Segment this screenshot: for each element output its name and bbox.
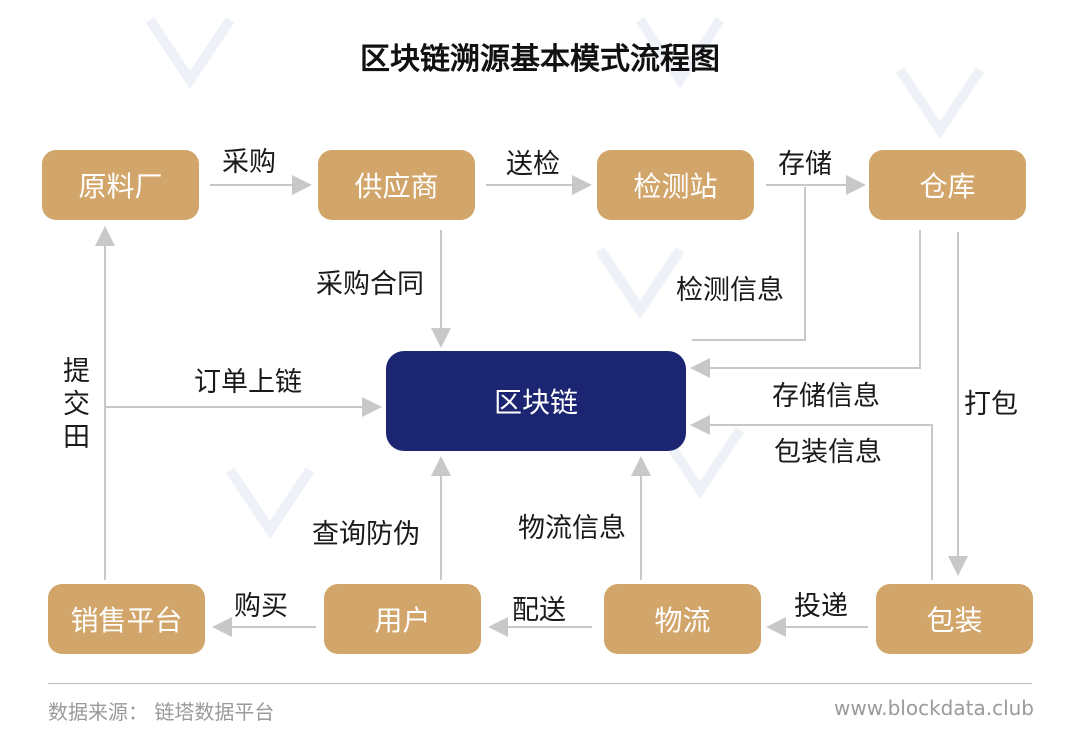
label-dispatch: 投递 (794, 591, 848, 622)
node-warehouse: 仓库 (869, 150, 1026, 220)
data-source: 数据来源： 链塔数据平台 (48, 700, 275, 724)
label-pack-info: 包装信息 (774, 437, 882, 468)
node-raw-factory: 原料厂 (42, 150, 199, 220)
site-url: www.blockdata.club (834, 696, 1034, 720)
label-purchase-contract: 采购合同 (316, 269, 424, 300)
node-blockchain: 区块链 (386, 351, 686, 451)
node-supplier: 供应商 (318, 150, 475, 220)
label-inspect-info: 检测信息 (676, 275, 784, 306)
node-inspection-station: 检测站 (597, 150, 754, 220)
label-query-antifake: 查询防伪 (312, 519, 420, 550)
label-logistics-info: 物流信息 (518, 513, 626, 544)
arrow-pack-info (690, 415, 933, 580)
label-send-inspect: 送检 (506, 149, 560, 180)
footer-divider (48, 683, 1032, 684)
arrow-inspect-info (692, 187, 806, 341)
label-submit: 提交田 (58, 356, 89, 455)
node-user: 用户 (324, 584, 481, 654)
node-packaging: 包装 (876, 584, 1033, 654)
diagram-title: 区块链溯源基本模式流程图 (360, 42, 720, 77)
node-logistics: 物流 (604, 584, 761, 654)
label-deliver: 配送 (512, 595, 566, 626)
label-order-onchain: 订单上链 (194, 367, 302, 398)
label-storage-info: 存储信息 (772, 381, 880, 412)
label-buy: 购买 (234, 591, 288, 622)
label-purchase: 采购 (222, 147, 276, 178)
arrow-storage-info (690, 230, 921, 378)
label-storage: 存储 (778, 149, 832, 180)
node-sales-platform: 销售平台 (48, 584, 205, 654)
label-pack: 打包 (964, 389, 1018, 420)
